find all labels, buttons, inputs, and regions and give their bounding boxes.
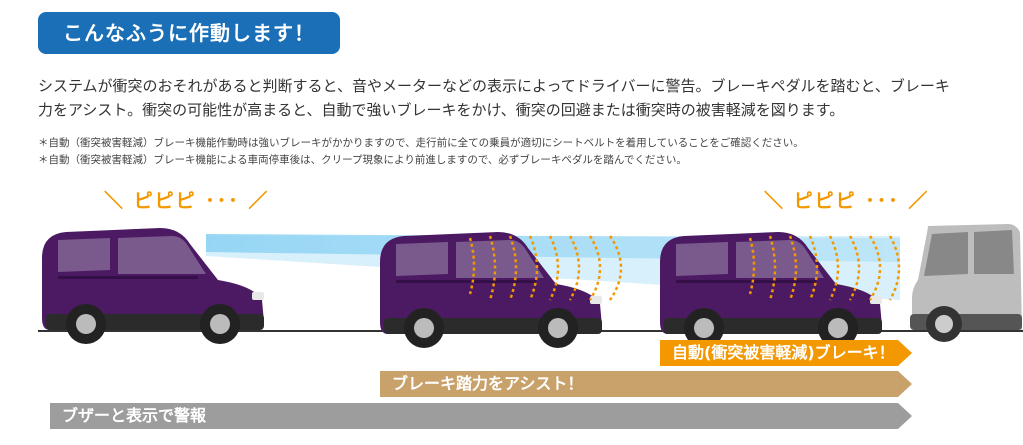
beep-indicator-right: ＼ ピピピ ･･･ ／: [764, 190, 930, 212]
note-2: ＊自動（衝突被害軽減）ブレーキ機能による車両停車後は、クリープ現象により前進しま…: [38, 154, 687, 166]
description: システムが衝突のおそれがあると判断すると、音やメーターなどの表示によってドライバ…: [38, 74, 1023, 122]
note-1: ＊自動（衝突被害軽減）ブレーキ機能作動時は強いブレーキがかかりますので、走行前に…: [38, 137, 804, 149]
description-line-1: システムが衝突のおそれがあると判断すると、音やメーターなどの表示によってドライバ…: [38, 77, 950, 95]
notes: ＊自動（衝突被害軽減）ブレーキ機能作動時は強いブレーキがかかりますので、走行前に…: [38, 135, 1023, 169]
description-line-2: 力をアシスト。衝突の可能性が高まると、自動で強いブレーキをかけ、衝突の回避または…: [38, 101, 845, 119]
stage-brake-assist-bar: ブレーキ踏力をアシスト！: [380, 371, 912, 397]
beep-indicator-left: ＼ ピピピ ･･･ ／: [104, 190, 270, 212]
stage-auto-brake-bar: 自動(衝突被害軽減)ブレーキ！: [660, 340, 912, 366]
page-title: こんなふうに作動します！: [38, 12, 340, 54]
leading-car: [910, 224, 1022, 342]
radar-waves: [468, 235, 901, 301]
stage-buzzer-bar: ブザーと表示で警報: [50, 403, 912, 429]
